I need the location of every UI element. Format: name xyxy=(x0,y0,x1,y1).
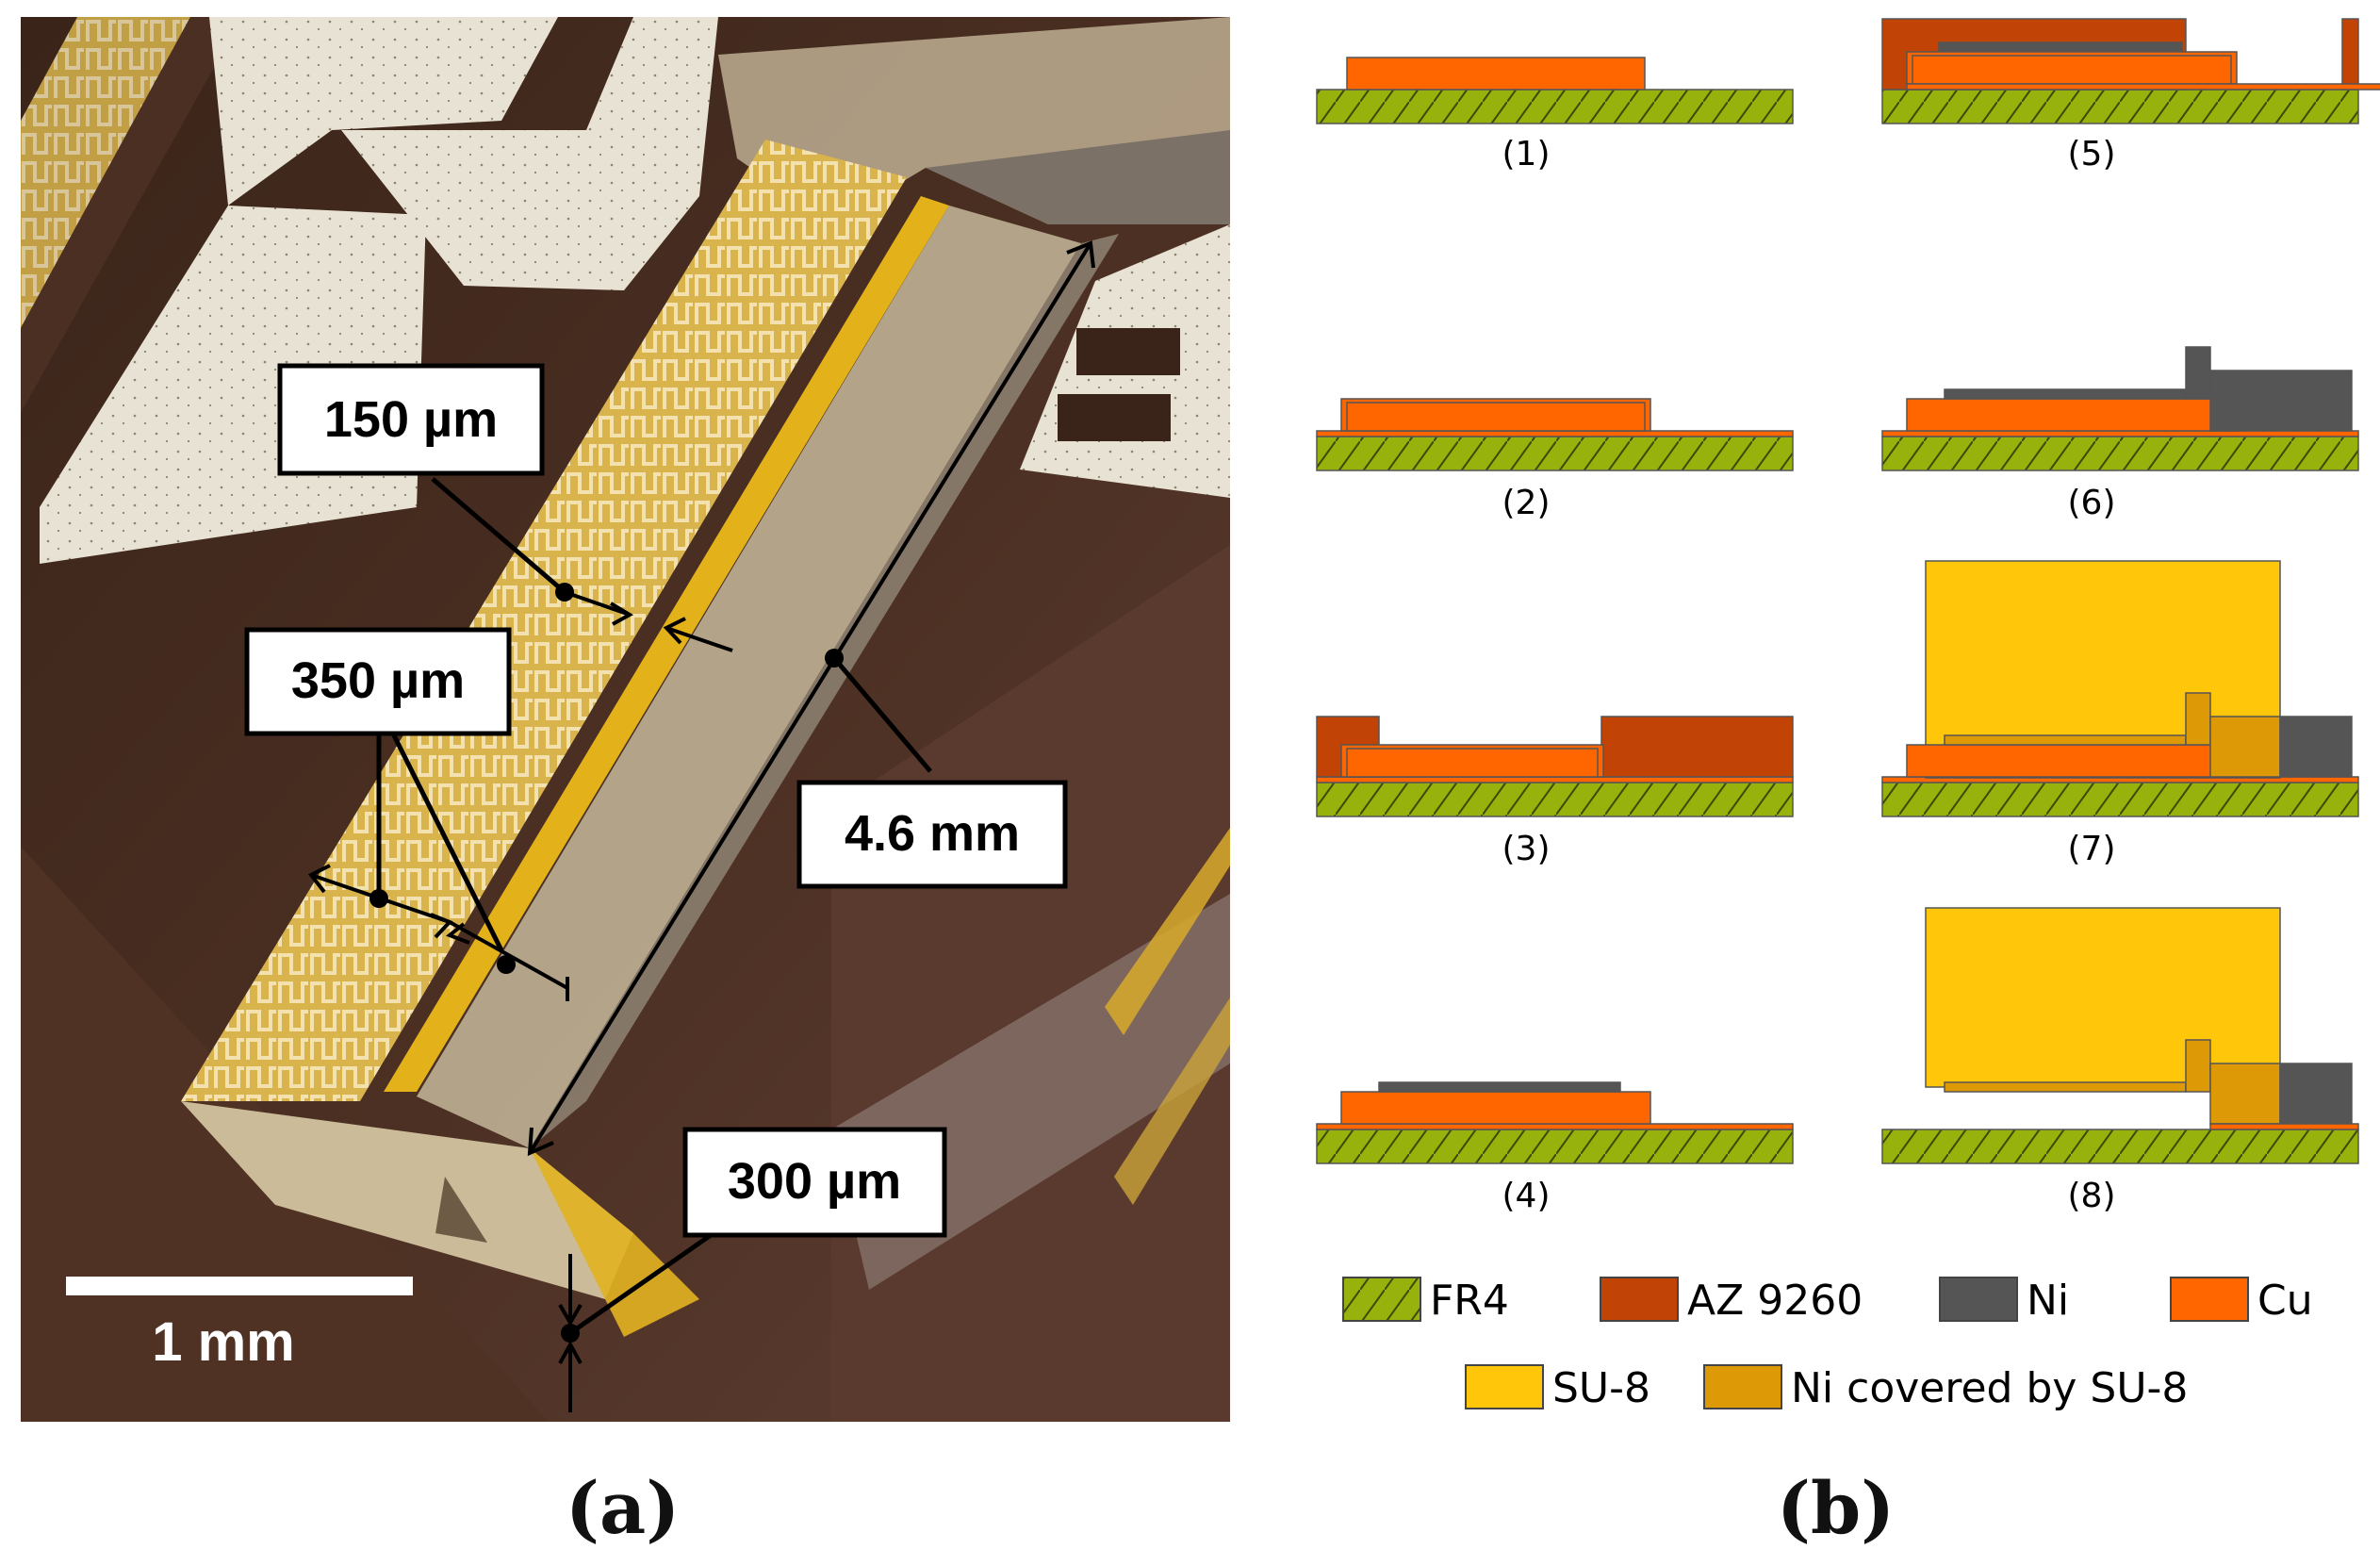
cantilever-beam xyxy=(417,206,1081,1148)
cantilever-edge xyxy=(530,234,1119,1148)
device-photograph: 150 µm 350 µm 4.6 mm 300 µm xyxy=(21,17,1230,1422)
cu-electrode-5 xyxy=(1912,55,2232,85)
ni-pad-7 xyxy=(2279,716,2353,778)
fr4-substrate-8 xyxy=(1881,1129,2359,1164)
gap-strip xyxy=(21,17,242,413)
az9260-mold-right-3 xyxy=(1600,716,1794,778)
step-label-7: (7) xyxy=(2068,830,2116,868)
legend-label-ni: Ni xyxy=(2027,1277,2069,1325)
cu-seed-layer-5 xyxy=(1906,83,2380,91)
step-label-4: (4) xyxy=(1502,1177,1551,1215)
su8-structure-8 xyxy=(1925,907,2281,1088)
fr4-substrate-1 xyxy=(1316,89,1794,124)
legend-item-fr4: FR4 xyxy=(1342,1277,1509,1325)
tip-gold-edge xyxy=(530,1148,699,1337)
gold-line xyxy=(1114,997,1230,1205)
ni-covered-post-7 xyxy=(2185,692,2211,746)
legend-swatch-fr4 xyxy=(1342,1277,1421,1322)
ni-covered-layer-8 xyxy=(1944,1081,2187,1093)
cu-electrode-3 xyxy=(1346,748,1599,778)
pad-slot xyxy=(1058,394,1171,441)
az9260-resist-edge-5 xyxy=(2341,18,2359,91)
legend-item-cu: Cu xyxy=(2170,1277,2313,1325)
cu-seed-remnant-8 xyxy=(2209,1123,2359,1130)
scale-bar: 1 mm xyxy=(66,1277,413,1373)
legend-swatch-az9260 xyxy=(1600,1277,1679,1322)
cu-seed-layer-3 xyxy=(1316,776,1794,783)
legend-swatch-cu xyxy=(2170,1277,2249,1322)
ni-covered-post-8 xyxy=(2185,1039,2211,1093)
gold-gap-line xyxy=(384,196,949,1092)
step-label-6: (6) xyxy=(2068,484,2116,522)
ni-layer-5 xyxy=(1938,41,2183,53)
cu-electrode-1 xyxy=(1346,57,1646,91)
cu-electrode-2 xyxy=(1346,402,1646,432)
ni-covered-pad-8 xyxy=(2209,1063,2281,1125)
cu-seed-layer-4 xyxy=(1316,1123,1794,1130)
legend-item-su8: SU-8 xyxy=(1465,1364,1650,1412)
annotation-150um: 150 µm xyxy=(277,363,733,652)
serpentine-heater xyxy=(181,140,907,1101)
label-300um: 300 µm xyxy=(728,1153,901,1210)
step-label-2: (2) xyxy=(1502,484,1551,522)
cu-electrode-4 xyxy=(1340,1091,1651,1125)
step-label-3: (3) xyxy=(1502,830,1551,868)
label-150um: 150 µm xyxy=(324,391,498,448)
process-flow-diagram: (1) (5) (2) (6) (3) (7) (4) (8) FR4 AZ 9… xyxy=(1316,18,2380,1412)
legend-item-ni-covered: Ni covered by SU-8 xyxy=(1703,1364,2188,1412)
contact-pad xyxy=(341,17,718,290)
fr4-substrate-2 xyxy=(1316,436,1794,471)
legend-swatch-ni xyxy=(1939,1277,2018,1322)
ni-layer-4 xyxy=(1378,1081,1621,1093)
fr4-substrate-3 xyxy=(1316,782,1794,817)
legend: FR4 AZ 9260 Ni Cu SU-8 Ni covered by SU-… xyxy=(1342,1277,2313,1412)
label-350um: 350 µm xyxy=(291,652,465,709)
legend-label-ni-covered: Ni covered by SU-8 xyxy=(1791,1364,2188,1412)
frame-shadow xyxy=(926,130,1230,224)
ni-post-6 xyxy=(2185,346,2211,400)
panel-label-b: (b) xyxy=(1777,1466,1896,1550)
tip-triangle-hole xyxy=(435,1177,487,1243)
cu-seed-layer-6 xyxy=(1881,430,2359,437)
legend-item-az9260: AZ 9260 xyxy=(1600,1277,1863,1325)
panel-label-a: (a) xyxy=(566,1466,681,1550)
cu-electrode-7 xyxy=(1906,744,2238,778)
cu-seed-layer-2 xyxy=(1316,430,1794,437)
contact-pad xyxy=(209,17,558,206)
legend-swatch-ni-covered xyxy=(1703,1364,1782,1409)
annotation-4-6mm: 4.6 mm xyxy=(527,240,1095,1157)
annotation-300um: 300 µm xyxy=(558,1127,947,1412)
legend-label-su8: SU-8 xyxy=(1552,1364,1650,1412)
fr4-substrate-7 xyxy=(1881,782,2359,817)
gold-line xyxy=(1105,828,1230,1035)
legend-label-az9260: AZ 9260 xyxy=(1687,1277,1863,1325)
ni-covered-layer-7 xyxy=(1944,734,2187,746)
fr4-substrate-6 xyxy=(1881,436,2359,471)
legend-swatch-su8 xyxy=(1465,1364,1544,1409)
annotation-350um: 350 µm xyxy=(244,627,569,1001)
ni-covered-pad-7 xyxy=(2209,716,2281,778)
ni-pad-6 xyxy=(2209,370,2353,432)
ni-layer-6 xyxy=(1944,388,2206,400)
legend-item-ni: Ni xyxy=(1939,1277,2069,1325)
fr4-substrate-5 xyxy=(1881,89,2359,124)
step-label-8: (8) xyxy=(2068,1177,2116,1215)
scale-bar-label: 1 mm xyxy=(152,1311,295,1373)
legend-label-fr4: FR4 xyxy=(1430,1277,1509,1325)
step-label-1: (1) xyxy=(1502,135,1551,173)
legend-label-cu: Cu xyxy=(2257,1277,2313,1325)
cu-electrode-6 xyxy=(1906,398,2238,432)
beam-tip xyxy=(181,1101,633,1299)
pad-slot xyxy=(1076,328,1180,375)
fr4-substrate-4 xyxy=(1316,1129,1794,1164)
label-4-6mm: 4.6 mm xyxy=(845,805,1020,862)
ni-pad-8 xyxy=(2279,1063,2353,1125)
step-label-5: (5) xyxy=(2068,135,2116,173)
